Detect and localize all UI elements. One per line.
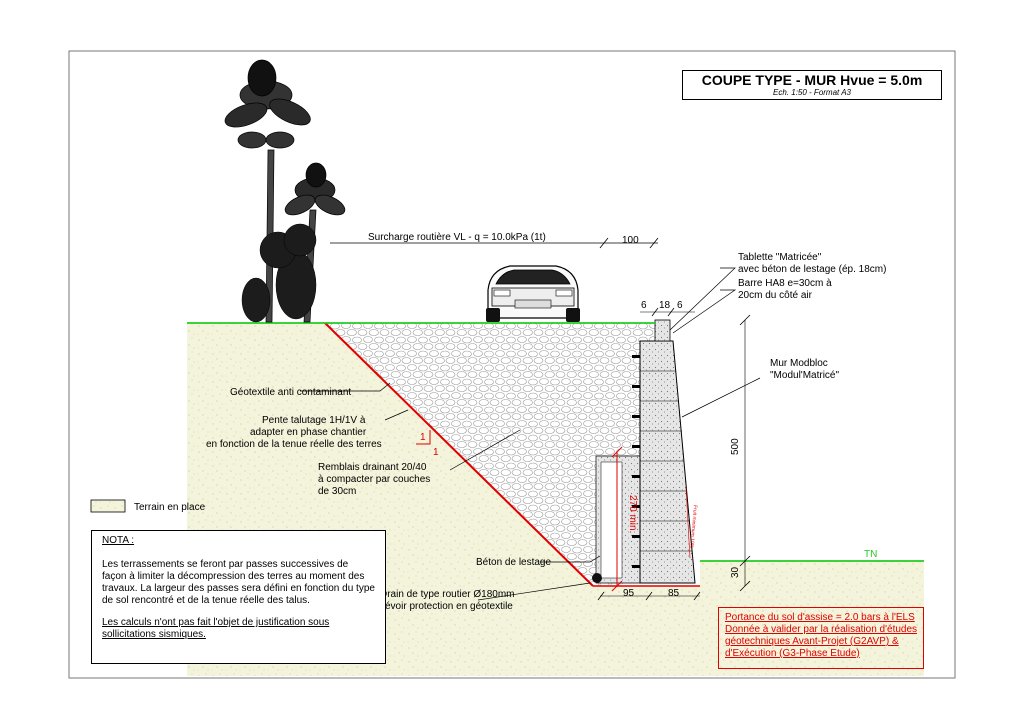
barre-label-2: 20cm du côté air (738, 290, 813, 301)
geotextile-slope-line (324, 322, 594, 587)
dim-6-right: 6 (677, 300, 683, 311)
mur-label-2: "Modul'Matricé" (770, 370, 839, 381)
portance-line-3: géotechniques Avant-Projet (G2AVP) & (725, 636, 899, 647)
fruit-line (685, 487, 691, 559)
leader-lines (300, 267, 761, 601)
portance-line-4: d'Exécution (G3-Phase Etude) (725, 648, 860, 659)
dim-30: 30 (730, 566, 741, 578)
nota-paragraph-2: Les calculs n'ont pas fait l'objet de ju… (102, 617, 330, 640)
tn-label: TN (864, 549, 877, 560)
drain-pipe (592, 573, 602, 583)
fruit-label: Fruit minimum 10% (688, 505, 698, 549)
dim-100: 100 (622, 235, 639, 246)
drawing-scale: Ech. 1:50 - Format A3 (773, 88, 851, 97)
title-block: COUPE TYPE - MUR Hvue = 5.0m Ech. 1:50 -… (682, 70, 942, 100)
surcharge-label: Surcharge routière VL - q = 10.0kPa (1t) (368, 232, 546, 243)
dim-500: 500 (730, 438, 741, 455)
dim-18: 18 (659, 300, 671, 311)
dim-270: 270 min. (627, 495, 638, 533)
car-illustration (486, 265, 580, 322)
beton-label: Béton de lestage (476, 557, 551, 568)
geotextile-label: Géotextile anti contaminant (230, 387, 351, 398)
legend-swatch-terrain (90, 499, 126, 513)
barre-label-1: Barre HA8 e=30cm à (738, 278, 832, 289)
drain-label-1: Drain de type routier Ø180mm (380, 589, 515, 600)
nota-title: NOTA : (102, 535, 135, 546)
tablette-label-1: Tablette "Matricée" (738, 252, 822, 263)
mur-modbloc (639, 340, 696, 584)
remblais-label-3: de 30cm (318, 486, 356, 497)
portance-line-1: Portance du sol d'assise = 2.0 bars à l'… (725, 612, 915, 623)
dim-95: 95 (623, 588, 635, 599)
tablette-matricee (654, 319, 671, 342)
drain-label-2: Prévoir protection en géotextile (375, 601, 513, 612)
nota-box: NOTA : Les terrassements se feront par p… (91, 530, 386, 664)
drawing-title: COUPE TYPE - MUR Hvue = 5.0m (701, 72, 923, 88)
remblais-label-1: Remblais drainant 20/40 (318, 462, 427, 473)
slope-v-label: 1 (420, 432, 426, 443)
pente-label-3: en fonction de la tenue réelle des terre… (206, 439, 382, 450)
mur-block-joints (640, 370, 692, 552)
remblais-drainant (325, 323, 655, 586)
beton-inner-void (600, 461, 623, 579)
pente-label-1: Pente talutage 1H/1V à (262, 415, 366, 426)
tablette-label-2: avec béton de lestage (ép. 18cm) (738, 264, 886, 275)
remblais-label-2: à compacter par couches (318, 474, 430, 485)
nota-paragraph-1: Les terrassements se feront par passes s… (102, 559, 375, 606)
dim-85: 85 (668, 588, 680, 599)
shrubs (241, 223, 317, 323)
sheet-border (68, 50, 956, 679)
slope-h-label: 1 (433, 447, 439, 458)
mur-label-1: Mur Modbloc (770, 358, 828, 369)
slope-ratio-triangle (416, 430, 431, 445)
dim-6-left: 6 (641, 300, 647, 311)
mur-anchor-bars (632, 355, 640, 568)
portance-box: Portance du sol d'assise = 2.0 bars à l'… (718, 607, 924, 669)
legend-terrain-label: Terrain en place (134, 502, 206, 513)
portance-line-2: Donnée à valider par la réalisation d'ét… (725, 624, 918, 635)
pente-label-2: adapter en phase chantier (250, 427, 367, 438)
